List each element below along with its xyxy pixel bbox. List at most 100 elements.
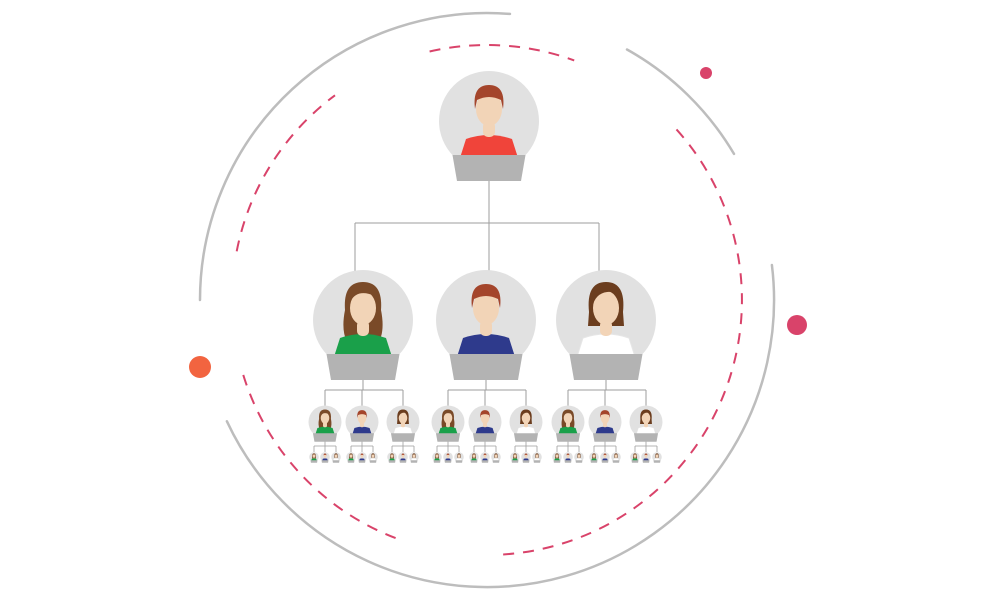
hair — [357, 410, 367, 419]
face — [655, 454, 659, 458]
face — [577, 454, 581, 458]
shirt — [471, 458, 477, 461]
avatar-base — [472, 433, 498, 442]
face — [350, 291, 376, 325]
avatar-base — [533, 460, 541, 463]
shirt — [333, 334, 393, 360]
shirt — [643, 458, 649, 461]
avatar-base — [310, 460, 318, 463]
face — [644, 454, 648, 458]
shirt — [389, 458, 395, 461]
shirt — [523, 458, 529, 461]
decorative-rings — [198, 11, 776, 589]
hair — [566, 453, 570, 456]
hair — [323, 453, 327, 456]
face — [401, 454, 405, 458]
hair — [483, 453, 487, 456]
avatar-base — [513, 433, 539, 442]
face — [563, 412, 573, 424]
avatar-woman-white — [556, 270, 656, 380]
avatar-man-red — [439, 71, 539, 181]
face — [323, 454, 327, 458]
pink-dot — [787, 315, 807, 335]
face — [513, 454, 517, 458]
avatar-man-blue — [588, 405, 622, 442]
avatar-woman-green — [589, 452, 599, 463]
avatar-man-blue — [641, 452, 651, 463]
shirt — [632, 458, 638, 461]
avatar-base — [321, 460, 329, 463]
avatar-base — [481, 460, 489, 463]
face — [641, 412, 651, 424]
org-members — [308, 71, 663, 463]
avatar-woman-green — [431, 405, 465, 442]
face — [334, 454, 338, 458]
hair — [446, 453, 450, 456]
avatar-base — [435, 433, 461, 442]
face — [600, 412, 610, 424]
avatar-base — [631, 460, 639, 463]
avatar-base — [455, 460, 463, 463]
dashed-ring-arc — [495, 128, 743, 556]
shirt — [445, 458, 451, 461]
dashed-ring-arc — [240, 370, 396, 540]
outer-ring-arc — [225, 263, 776, 589]
avatar-woman-green — [432, 452, 442, 463]
avatar-woman-green — [551, 405, 585, 442]
avatar-woman-green — [469, 452, 479, 463]
avatar-base — [575, 460, 583, 463]
avatar-man-blue — [443, 452, 453, 463]
avatar-woman-white — [652, 452, 662, 463]
hair — [360, 453, 364, 456]
shirt — [352, 426, 372, 436]
face — [435, 454, 439, 458]
hair — [603, 453, 607, 456]
face — [371, 454, 375, 458]
face — [443, 412, 453, 424]
shirt — [438, 426, 458, 436]
face — [476, 92, 502, 126]
dashed-ring-arc — [429, 44, 575, 62]
face — [535, 454, 539, 458]
avatar-base — [470, 460, 478, 463]
hair — [480, 410, 490, 419]
avatar-base — [312, 433, 338, 442]
shirt — [322, 458, 328, 461]
avatar-woman-white — [491, 452, 501, 463]
avatar-woman-white — [331, 452, 341, 463]
avatar-base — [555, 433, 581, 442]
avatar-base — [452, 155, 526, 181]
face — [521, 412, 531, 424]
avatar-woman-white — [532, 452, 542, 463]
avatar-woman-green — [309, 452, 319, 463]
hair — [474, 85, 504, 109]
avatar-man-blue — [521, 452, 531, 463]
avatar-base — [522, 460, 530, 463]
decorative-dots — [189, 67, 807, 378]
avatar-man-blue — [600, 452, 610, 463]
avatar-base — [612, 460, 620, 463]
avatar-base — [569, 354, 643, 380]
avatar-man-blue — [357, 452, 367, 463]
avatar-woman-green — [308, 405, 342, 442]
face — [312, 454, 316, 458]
face — [603, 454, 607, 458]
avatar-woman-white — [386, 405, 420, 442]
shirt — [311, 458, 317, 461]
avatar-base — [399, 460, 407, 463]
face — [349, 454, 353, 458]
avatar-woman-white — [409, 452, 419, 463]
shirt — [482, 458, 488, 461]
outer-ring-arc — [198, 11, 512, 302]
face — [457, 454, 461, 458]
face — [320, 412, 330, 424]
face — [524, 454, 528, 458]
outer-ring-arc — [625, 48, 736, 156]
avatar-woman-white — [368, 452, 378, 463]
avatar-base — [653, 460, 661, 463]
face — [446, 454, 450, 458]
avatar-woman-white — [611, 452, 621, 463]
avatar-base — [511, 460, 519, 463]
shirt — [348, 458, 354, 461]
face — [494, 454, 498, 458]
